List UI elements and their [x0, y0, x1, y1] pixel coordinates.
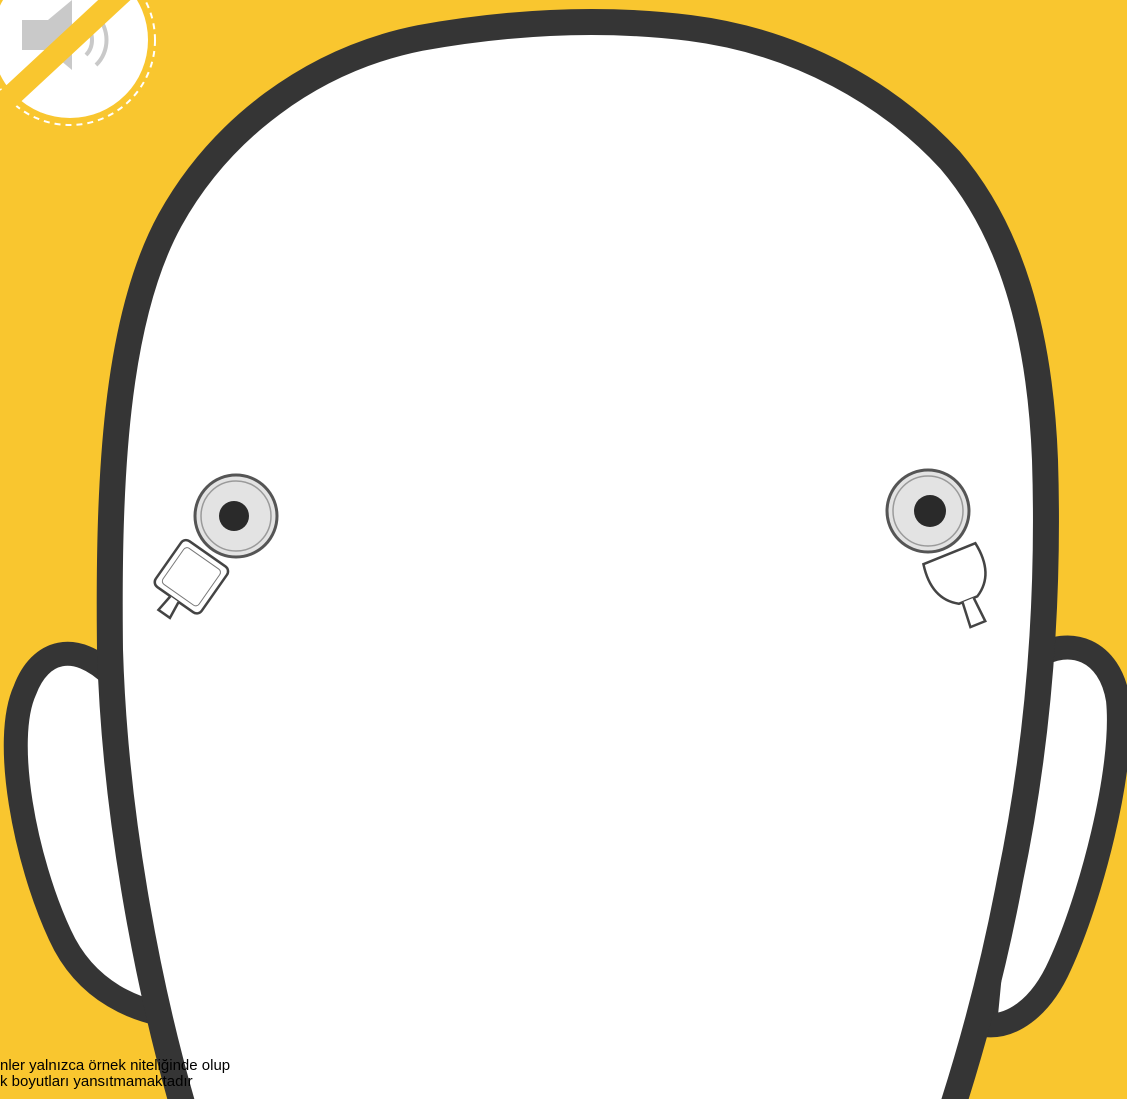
disclaimer-line-1: nler yalnızca örnek niteliğinde olup — [0, 1058, 420, 1074]
head-outline — [110, 22, 1046, 1099]
disclaimer-text: nler yalnızca örnek niteliğinde olup k b… — [0, 1058, 420, 1090]
disclaimer-line-2: k boyutları yansıtmamaktadır — [0, 1074, 420, 1090]
